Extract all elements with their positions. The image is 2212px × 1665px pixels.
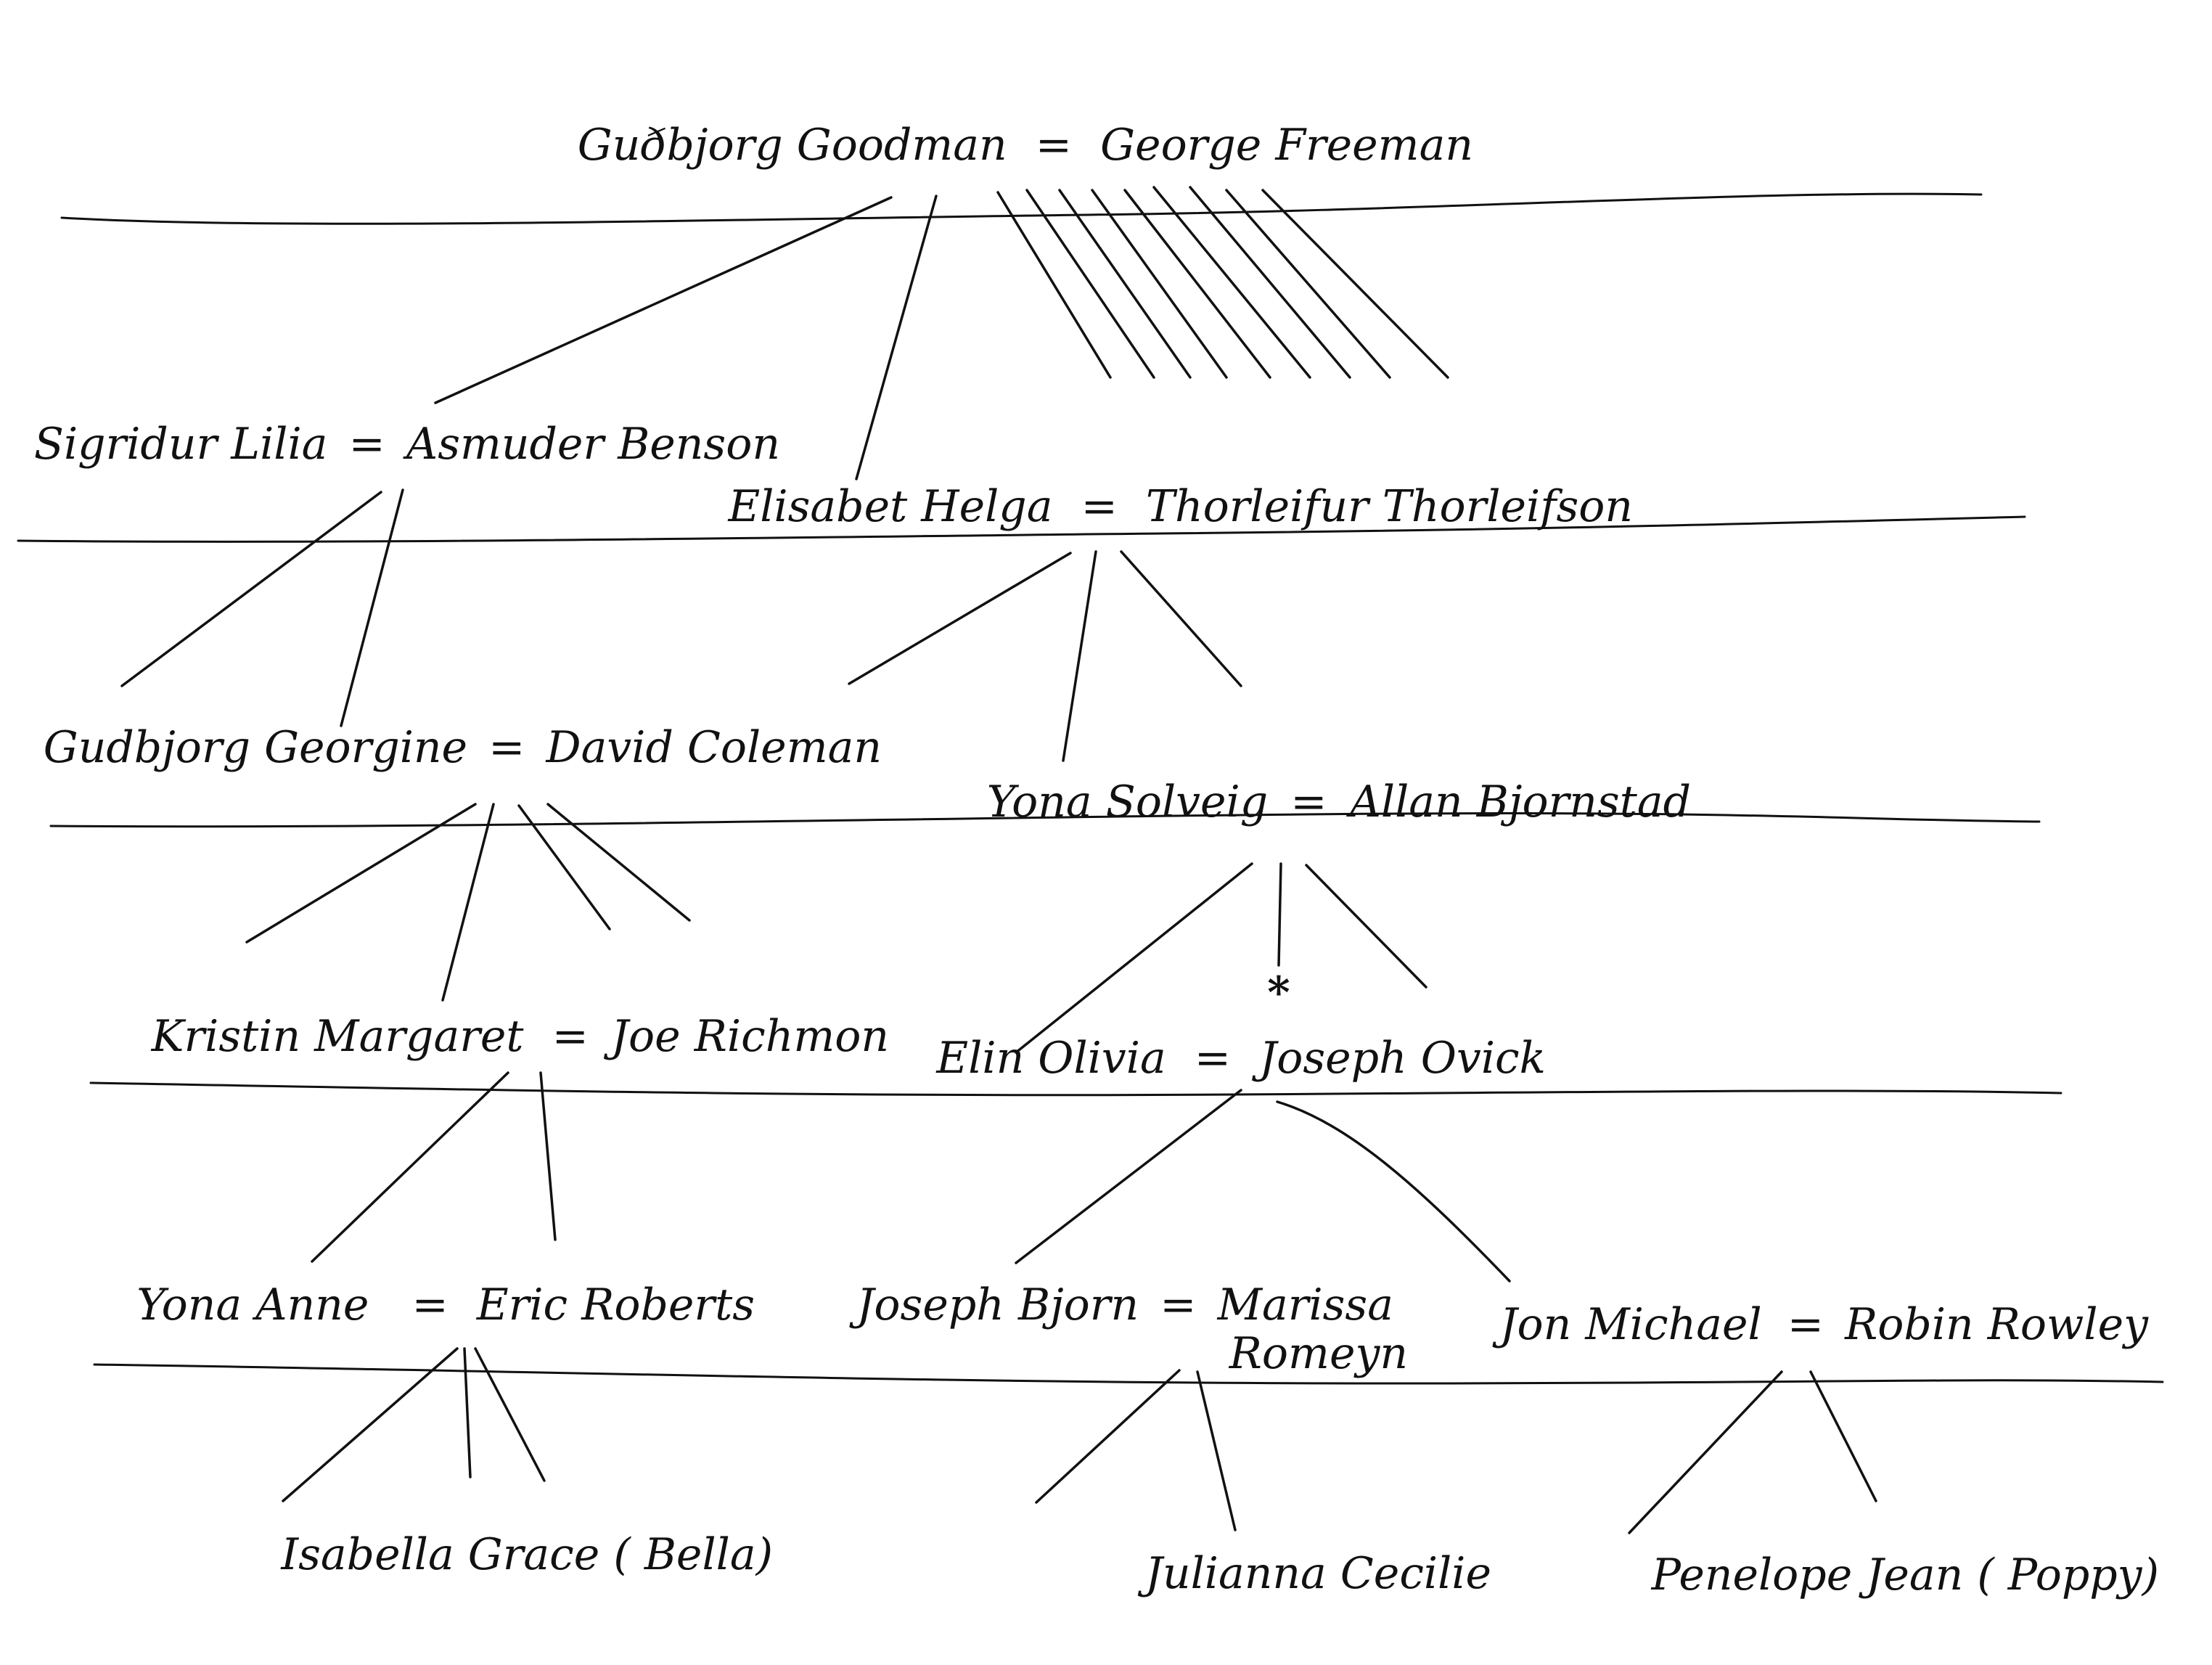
person-name: Kristin Margaret: [151, 1011, 525, 1062]
generation-rules: [17, 192, 2164, 1385]
generation-rule-3: [49, 812, 2041, 828]
descent-line: [1152, 186, 1311, 379]
descent-line: [1123, 189, 1271, 379]
descent-line: [517, 804, 611, 930]
spouse-name: Joe Richmon: [603, 1011, 889, 1062]
descent-line: [1189, 186, 1351, 379]
marriage-sign: =: [349, 419, 385, 470]
descent-line: [1305, 864, 1427, 989]
descent-line: [855, 195, 938, 480]
child-gen6a: Isabella Grace ( Bella): [280, 1529, 773, 1580]
descent-line: [441, 803, 495, 1002]
couple-gen2b: Elisabet Helga = Thorleifur Thorleifson: [727, 481, 1633, 532]
marriage-sign: =: [488, 722, 525, 773]
birth-marker-star: *: [1267, 968, 1290, 1018]
spouse-name: George Freeman: [1100, 120, 1473, 171]
couple-gen5a: Yona Anne = Eric Roberts: [136, 1280, 755, 1330]
descent-line: [463, 1347, 472, 1478]
descent-line: [245, 803, 477, 944]
generation-rule-2: [17, 515, 2026, 543]
descent-line: [434, 196, 893, 404]
person-name: Elisabet Helga: [727, 481, 1052, 532]
descent-line: [340, 488, 404, 727]
descent-line: [1809, 1370, 1877, 1502]
couple-gen3a: Gudbjorg Georgine = David Coleman: [44, 722, 882, 773]
descent-lines: [120, 186, 1877, 1534]
person-name: Elin Olivia: [935, 1033, 1166, 1084]
descent-line: [1091, 189, 1228, 379]
couple-gen4a: Kristin Margaret = Joe Richmon: [151, 1011, 889, 1062]
child-gen6c: Penelope Jean ( Poppy): [1651, 1550, 2159, 1600]
spouse-name-line1: Marissa: [1217, 1280, 1393, 1330]
spouse-name: Joseph Ovick: [1251, 1033, 1546, 1084]
descent-line: [282, 1347, 459, 1502]
person-name: Sigridur Lilia: [34, 419, 328, 470]
descent-line: [474, 1347, 546, 1482]
spouse-name: Thorleifur Thorleifson: [1146, 481, 1633, 532]
generation-rule-4: [89, 1081, 2063, 1097]
descent-line: [1015, 862, 1253, 1054]
family-tree-nodes: Guðbjorg Goodman = George Freeman Sigrid…: [34, 120, 2159, 1600]
descent-line: [1035, 1369, 1181, 1504]
descent-line: [1196, 1370, 1237, 1531]
spouse-name: Asmuder Benson: [403, 419, 780, 470]
descent-line: [1058, 189, 1192, 379]
descent-line: [120, 491, 382, 687]
couple-gen2a: Sigridur Lilia = Asmuder Benson: [34, 419, 780, 470]
descent-line: [1277, 862, 1282, 967]
spouse-name: David Coleman: [546, 722, 882, 773]
descent-line: [1062, 550, 1097, 762]
descent-line: [848, 552, 1072, 685]
person-name: Guðbjorg Goodman: [578, 120, 1007, 171]
couple-gen1: Guðbjorg Goodman = George Freeman: [578, 120, 1473, 171]
descent-line: [1261, 189, 1449, 379]
marriage-sign: =: [1290, 777, 1327, 827]
marriage-sign: =: [1081, 481, 1118, 532]
child-gen6b: Julianna Cecilie: [1137, 1548, 1491, 1599]
person-name: Yona Anne: [136, 1280, 369, 1330]
descent-line: [311, 1071, 509, 1263]
spouse-name: Allan Bjornstad: [1346, 777, 1691, 827]
spouse-name: Eric Roberts: [476, 1280, 755, 1330]
generation-rule-1: [60, 192, 1983, 225]
descent-line: [539, 1071, 557, 1241]
descent-line: [546, 803, 691, 922]
marriage-sign: =: [411, 1280, 448, 1330]
person-name: Gudbjorg Georgine: [44, 722, 467, 773]
marriage-sign: =: [552, 1011, 589, 1062]
descent-line: [1276, 1100, 1511, 1282]
descent-line: [1120, 550, 1242, 687]
descent-line: [996, 191, 1112, 379]
person-name: Yona Solveig: [987, 777, 1268, 827]
person-name: Joseph Bjorn: [848, 1280, 1139, 1330]
descent-line: [1025, 189, 1155, 379]
generation-rule-5: [93, 1363, 2164, 1385]
descent-line: [1628, 1370, 1783, 1534]
person-name: Jon Michael: [1491, 1299, 1761, 1350]
descent-line: [1015, 1089, 1242, 1264]
marriage-sign: =: [1036, 120, 1072, 171]
marriage-sign: =: [1160, 1280, 1196, 1330]
couple-gen5c: Jon Michael = Robin Rowley: [1491, 1299, 2149, 1350]
couple-gen3b: Yona Solveig = Allan Bjornstad: [987, 777, 1691, 827]
spouse-name: Robin Rowley: [1844, 1299, 2149, 1350]
marriage-sign: =: [1195, 1033, 1231, 1084]
couple-gen5b-spouse-line2: Romeyn: [1229, 1328, 1408, 1379]
couple-gen4b: Elin Olivia = Joseph Ovick: [935, 1033, 1546, 1084]
couple-gen5b: Joseph Bjorn = Marissa: [848, 1280, 1393, 1330]
descent-line: [1225, 189, 1391, 379]
marriage-sign: =: [1787, 1299, 1824, 1350]
